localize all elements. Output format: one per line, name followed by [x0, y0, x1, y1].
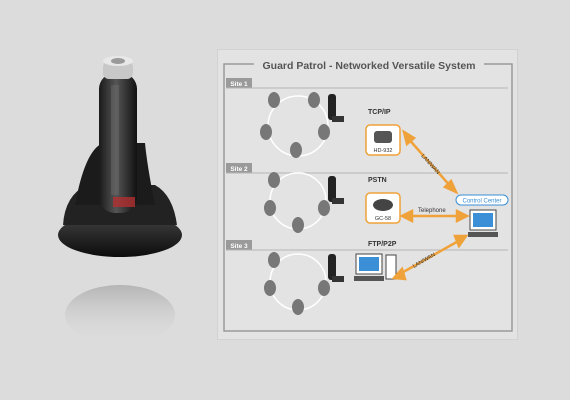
site-1-label: Site 1	[230, 81, 248, 88]
diagram-title: Guard Patrol - Networked Versatile Syste…	[263, 60, 476, 72]
protocol-tcpip: TCP/IP	[368, 109, 391, 116]
control-center: Control Center	[455, 194, 509, 237]
device-gc58: GC-58	[365, 192, 401, 224]
device-hd932-label: HD-932	[374, 148, 393, 154]
link-lan-wan-bottom-label: LAN/WAN	[412, 252, 437, 270]
site-1-group: Site 1	[226, 78, 508, 158]
control-center-label: Control Center	[462, 199, 501, 205]
device-gc58-label: GC-58	[375, 216, 391, 222]
link-lan-wan-top	[405, 135, 453, 189]
network-diagram: Guard Patrol - Networked Versatile Syste…	[218, 50, 517, 339]
site-3-group: Site 3	[226, 240, 508, 315]
patrol-reader-image	[58, 56, 182, 345]
protocol-pstn: PSTN	[368, 177, 387, 184]
device-hd932: HD-932	[365, 124, 401, 156]
site-3-label: Site 3	[230, 243, 248, 250]
link-lan-wan-bottom	[397, 237, 463, 277]
site-2-label: Site 2	[230, 166, 248, 173]
site-2-group: Site 2	[226, 163, 508, 233]
protocol-ftpp2p: FTP/P2P	[368, 241, 397, 248]
link-telephone-label: Telephone	[418, 208, 446, 214]
site-3-computer-icon	[354, 253, 397, 281]
control-center-computer-icon	[468, 209, 498, 237]
link-lan-wan-top-label: LAN/WAN	[420, 153, 441, 176]
